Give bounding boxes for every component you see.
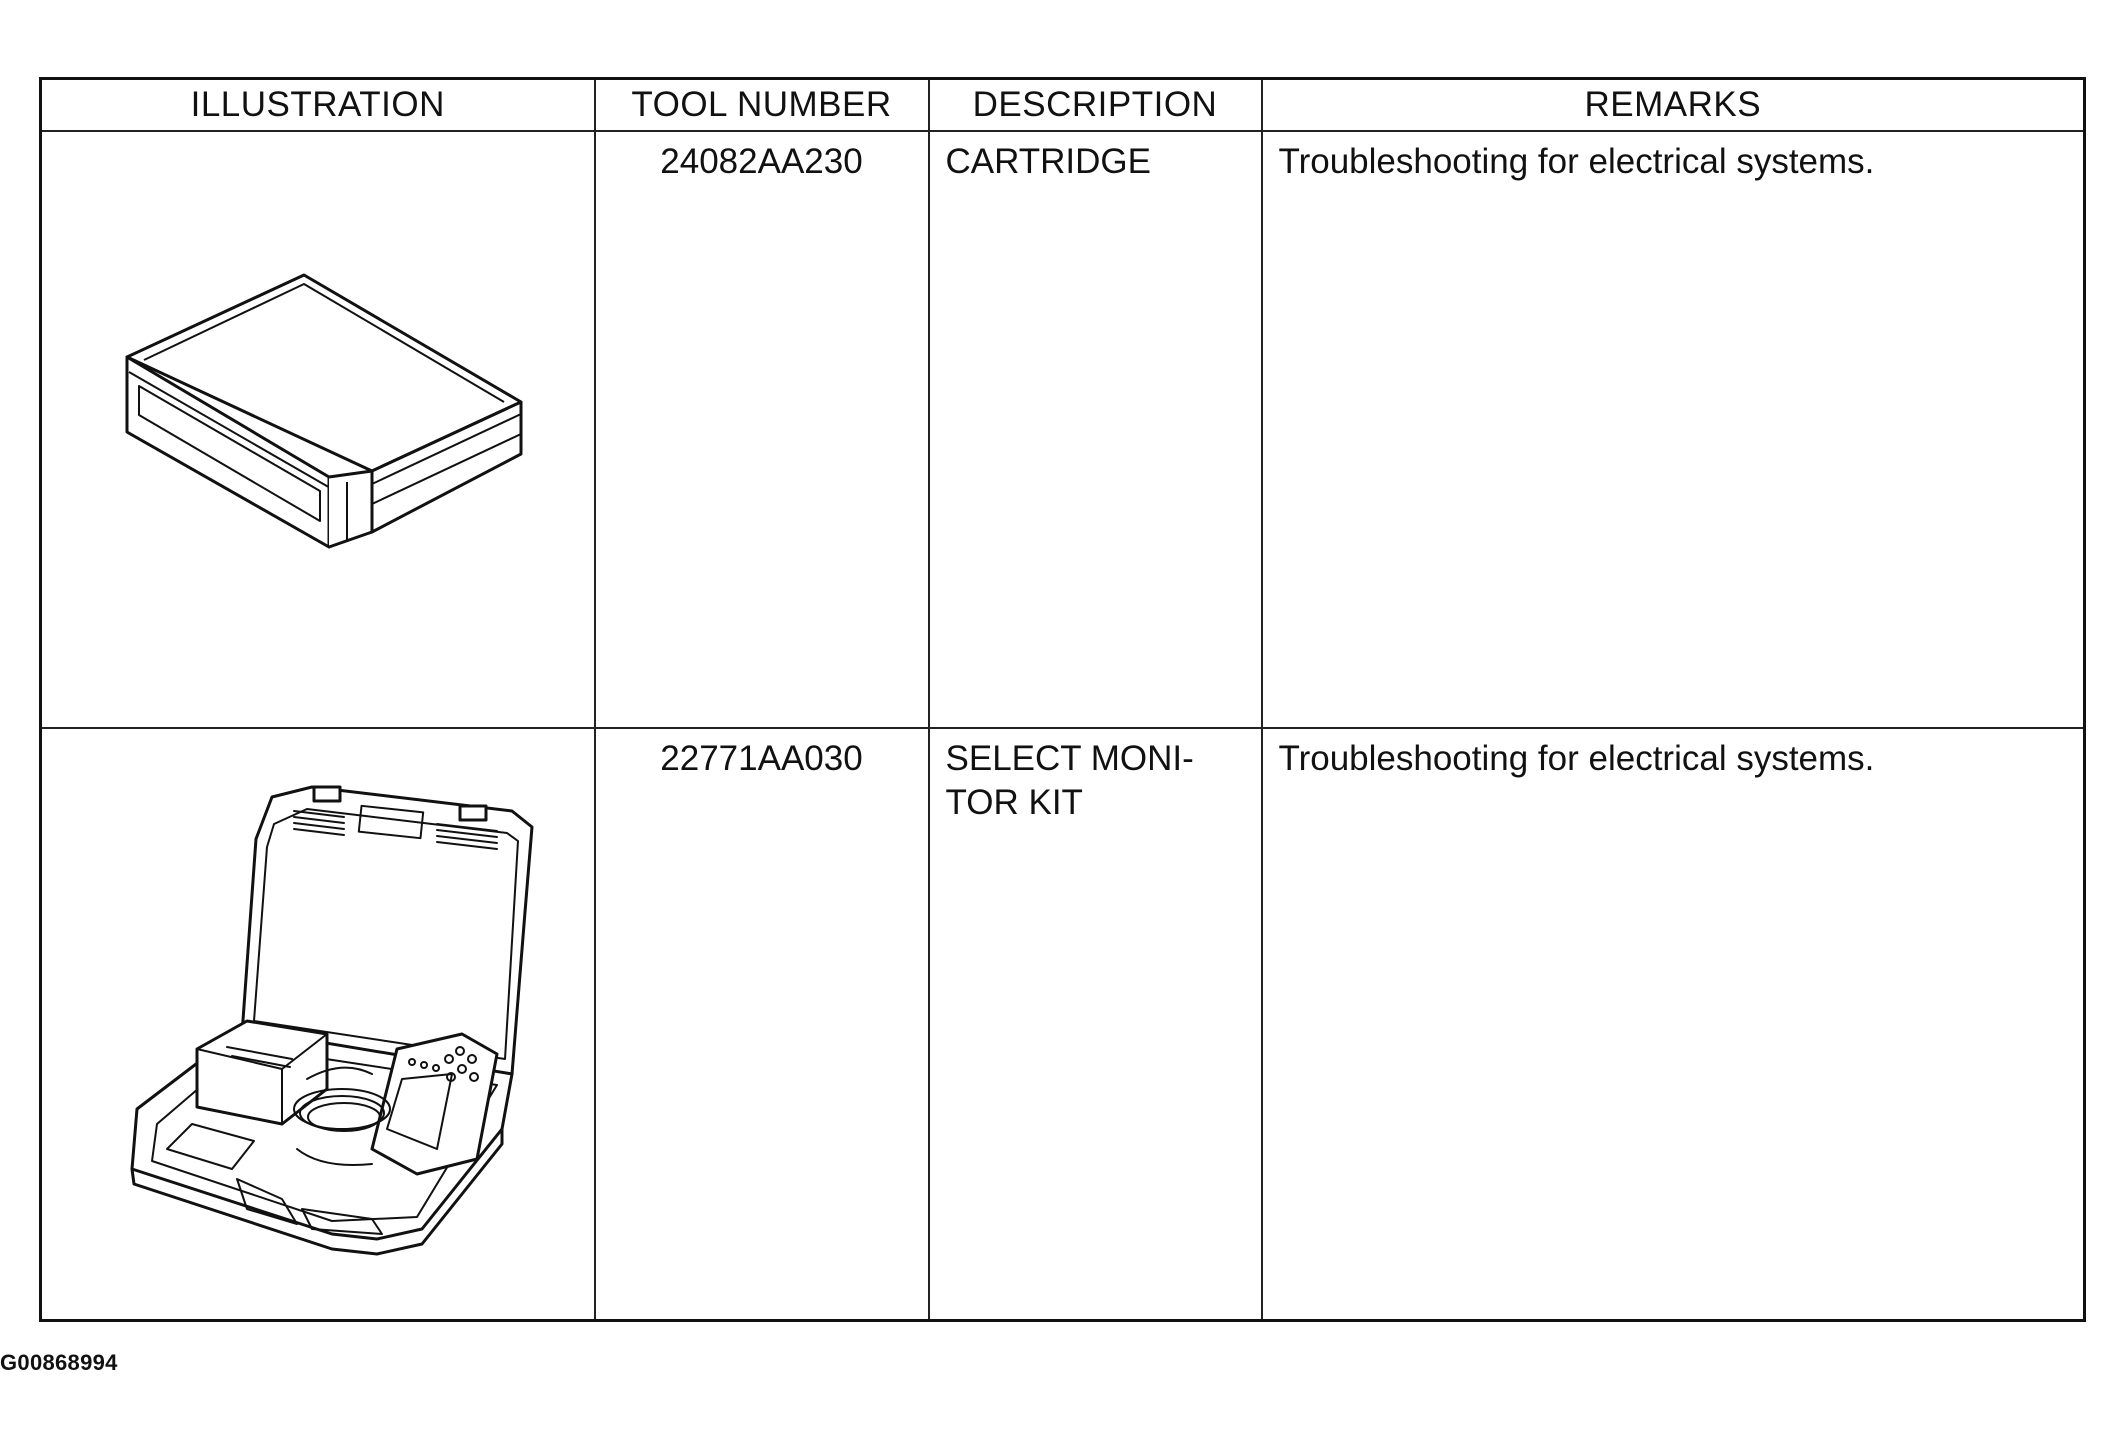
figure-id: G00868994 (0, 1350, 118, 1375)
header-row: ILLUSTRATION TOOL NUMBER DESCRIPTION REM… (39, 77, 2086, 132)
header-remarks: REMARKS (1260, 77, 2086, 132)
remarks-cell: Troubleshooting for electrical systems. (1260, 727, 2086, 1322)
remarks-cell: Troubleshooting for electrical systems. (1260, 130, 2086, 729)
select-monitor-kit-illustration (130, 785, 534, 1256)
special-tools-table: ILLUSTRATION TOOL NUMBER DESCRIPTION REM… (39, 77, 2086, 1322)
header-tool-number: TOOL NUMBER (593, 77, 930, 132)
header-description: DESCRIPTION (927, 77, 1263, 132)
illustration-cell (39, 727, 596, 1322)
table-row: 24082AA230 CARTRIDGE Troubleshooting for… (39, 130, 2086, 729)
description-cell: CARTRIDGE (927, 130, 1263, 729)
header-illustration: ILLUSTRATION (39, 77, 596, 132)
illustration-cell (39, 130, 596, 729)
description-cell: SELECT MONI- TOR KIT (927, 727, 1263, 1322)
table-row: 22771AA030 SELECT MONI- TOR KIT Troubles… (39, 727, 2086, 1322)
tool-number-cell: 24082AA230 (593, 130, 930, 729)
cartridge-illustration (125, 273, 523, 549)
tool-number-cell: 22771AA030 (593, 727, 930, 1322)
